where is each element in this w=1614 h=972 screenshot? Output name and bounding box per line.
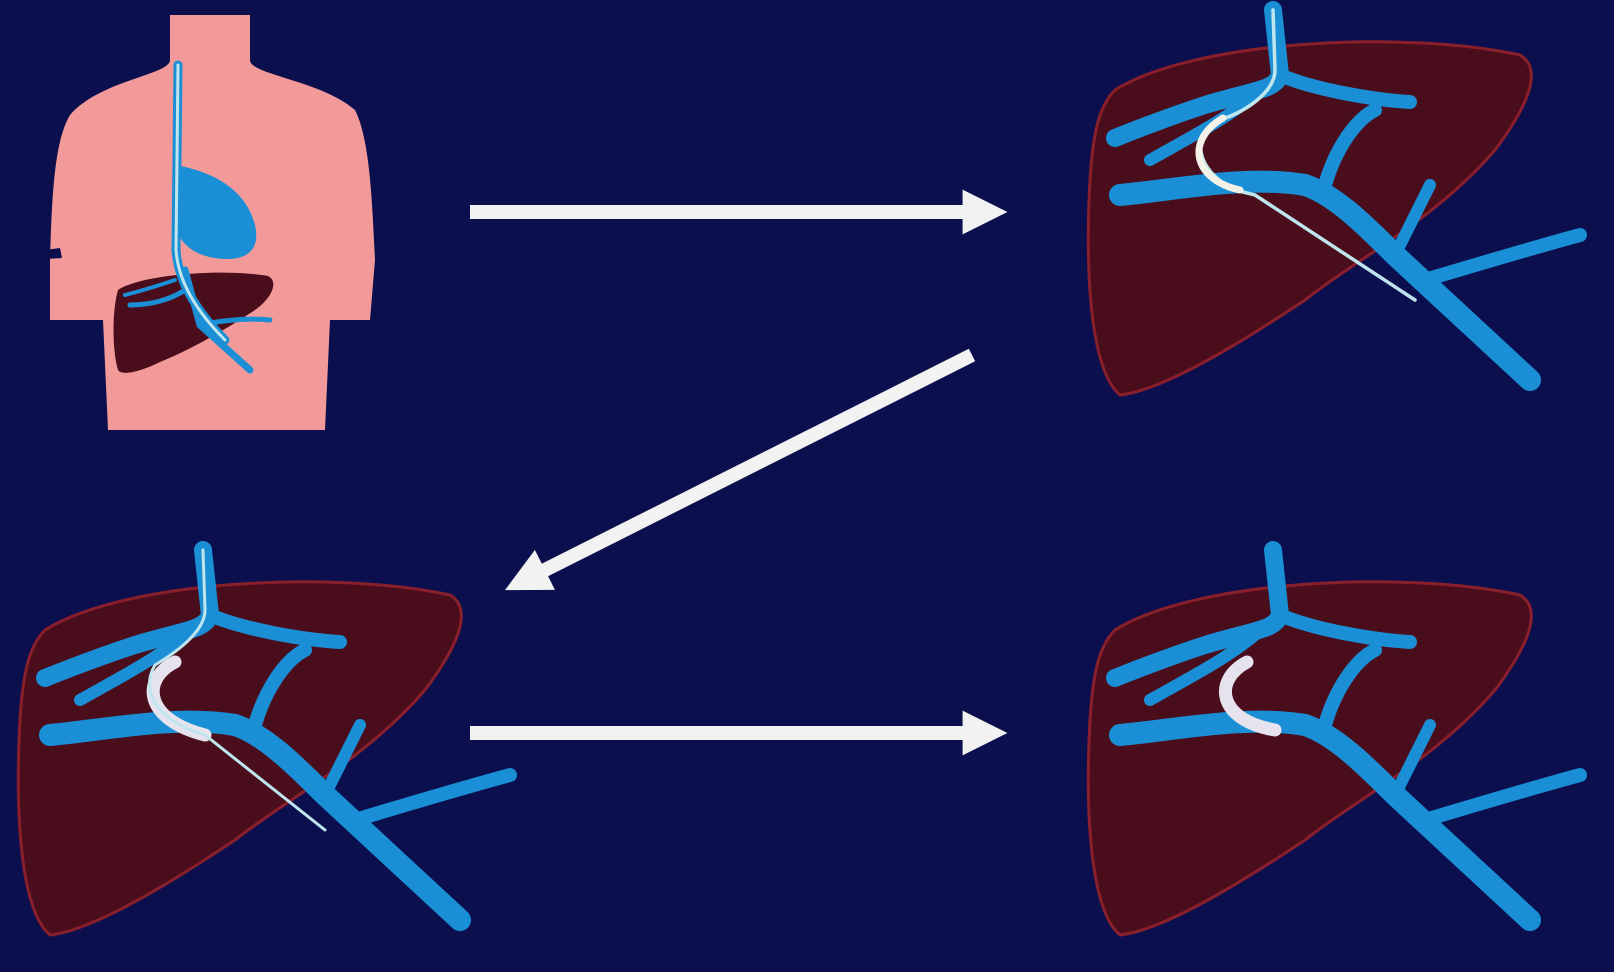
arrow-down-left (525, 355, 972, 580)
liver-panel-tract (1088, 10, 1580, 395)
liver-panel-final (1088, 550, 1580, 935)
torso-panel (30, 15, 375, 430)
side-marker-icon (30, 248, 62, 260)
liver-panel-stent (18, 550, 510, 935)
